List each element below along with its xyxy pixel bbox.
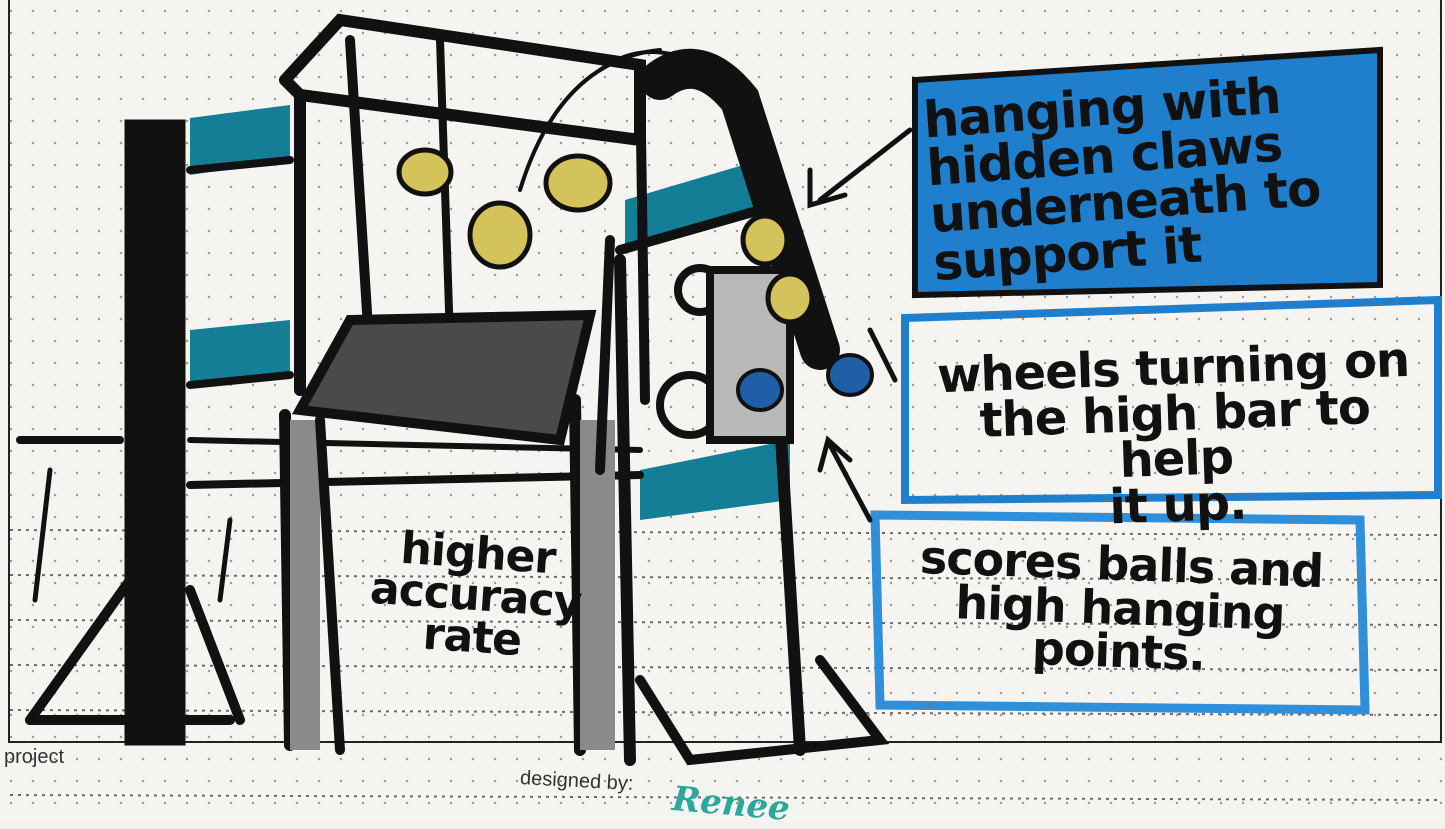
project-label: project — [4, 746, 64, 769]
accuracy-annotation: higher accuracy rate — [366, 526, 584, 666]
scoring-annotation: scores balls and high hanging points. — [883, 535, 1357, 682]
wheels-annotation: wheels turning on the high bar to help i… — [915, 337, 1436, 537]
claws-annotation: hanging with hidden claws underneath to … — [922, 67, 1374, 287]
